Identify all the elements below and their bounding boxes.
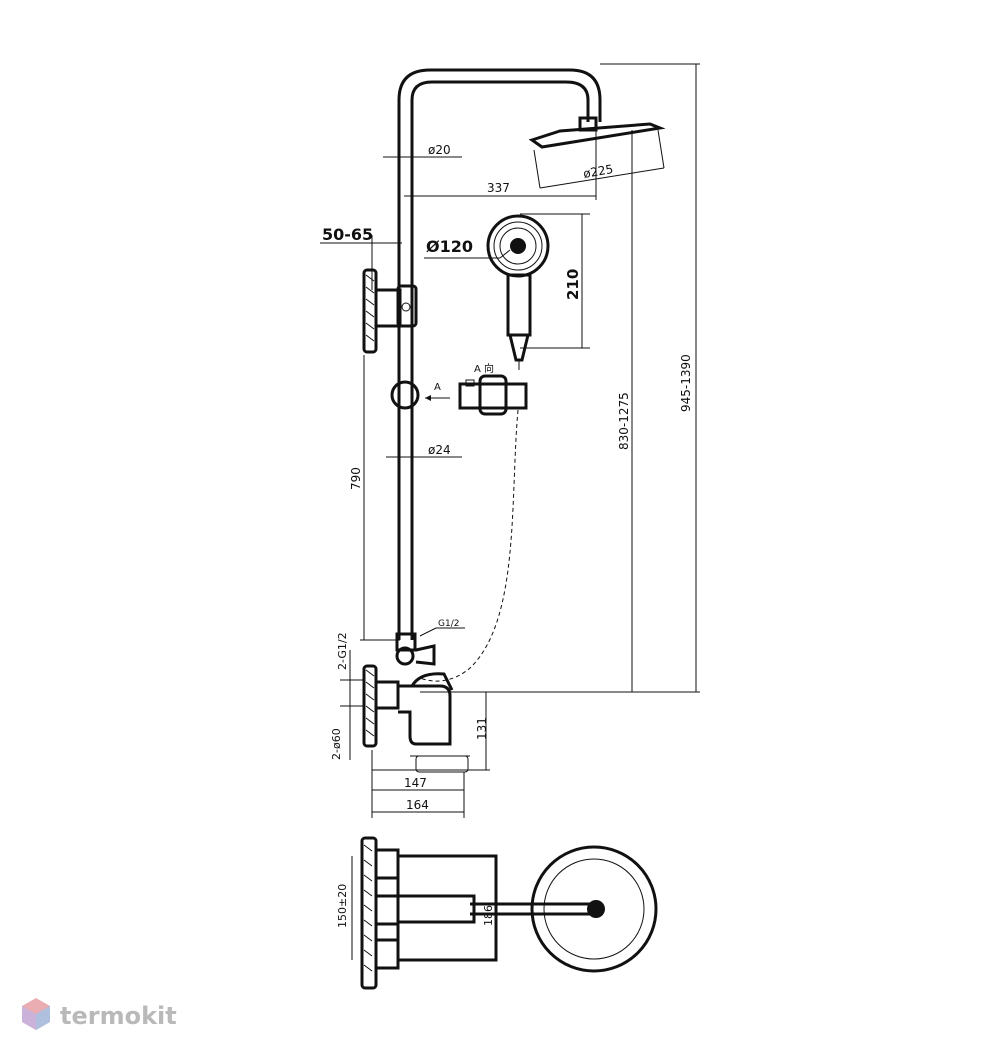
- dim-g12: G1/2: [438, 619, 459, 629]
- dim-150: 150±20: [336, 884, 349, 928]
- dim-945-1390: 945-1390: [679, 354, 693, 412]
- termokit-logo: [22, 998, 50, 1030]
- dim-2-d60: 2-ø60: [330, 728, 343, 760]
- riser-slider: [390, 380, 450, 410]
- view-a-direction-label: A 向: [474, 362, 494, 375]
- dim-d24: ø24: [428, 443, 451, 457]
- dim-d120: Ø120: [426, 237, 473, 256]
- diverter-connector: [395, 627, 465, 666]
- top-view: [351, 836, 658, 990]
- height-dimension-lines: [420, 63, 700, 693]
- shower-column: [397, 68, 602, 640]
- dim-337: 337: [487, 181, 510, 195]
- upper-wall-bracket: [362, 268, 418, 354]
- hand-shower: [486, 214, 550, 370]
- dim-186: 186: [482, 905, 495, 926]
- dim-2-g12: 2-G1/2: [336, 632, 349, 670]
- dim-164: 164: [406, 798, 429, 812]
- dim-147: 147: [404, 776, 427, 790]
- holder-view-a: [458, 374, 528, 416]
- dim-830-1275: 830-1275: [617, 392, 631, 450]
- overhead-shower-head: [528, 116, 666, 189]
- dim-790: 790: [349, 467, 363, 490]
- view-a-label: A: [434, 382, 441, 393]
- mixer-body-side: [362, 664, 470, 773]
- termokit-watermark: termokit: [60, 1002, 177, 1030]
- dim-50-65: 50-65: [322, 225, 373, 244]
- dim-210: 210: [564, 269, 582, 300]
- dim-131: 131: [475, 717, 489, 740]
- dim-d225: ø225: [582, 162, 614, 181]
- dim-d20: ø20: [428, 143, 451, 157]
